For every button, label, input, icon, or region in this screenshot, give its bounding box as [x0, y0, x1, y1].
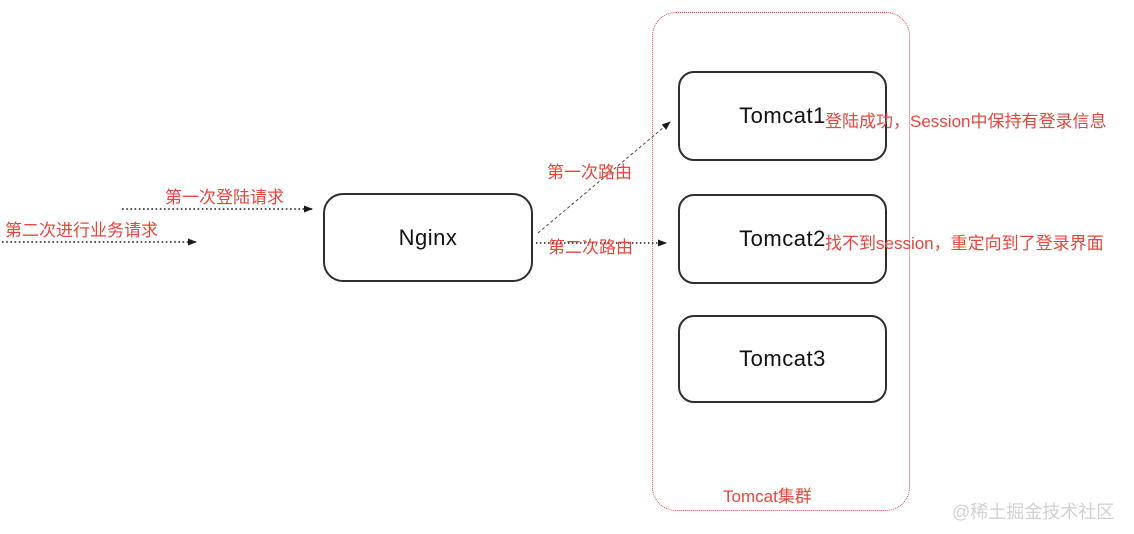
annotation-tomcat2: 找不到session，重定向到了登录界面 [825, 234, 1104, 253]
node-nginx: Nginx [323, 193, 533, 282]
cluster-caption: Tomcat集群 [723, 487, 812, 506]
label-first-login-request: 第一次登陆请求 [165, 188, 284, 207]
node-tomcat1: Tomcat1 [678, 71, 887, 161]
label-second-route: 第二次路由 [548, 238, 633, 257]
annotation-tomcat1: 登陆成功，Session中保持有登录信息 [825, 112, 1107, 131]
node-nginx-label: Nginx [398, 224, 458, 250]
node-tomcat3: Tomcat3 [678, 315, 887, 403]
tomcat-cluster-container [652, 12, 910, 511]
label-second-business-request: 第二次进行业务请求 [5, 221, 158, 240]
node-tomcat1-label: Tomcat1 [739, 103, 826, 128]
label-first-route: 第一次路由 [547, 163, 632, 182]
watermark-text: @稀土掘金技术社区 [952, 502, 1115, 522]
node-tomcat2-label: Tomcat2 [739, 226, 826, 251]
node-tomcat3-label: Tomcat3 [739, 346, 826, 371]
node-tomcat2: Tomcat2 [678, 194, 887, 284]
